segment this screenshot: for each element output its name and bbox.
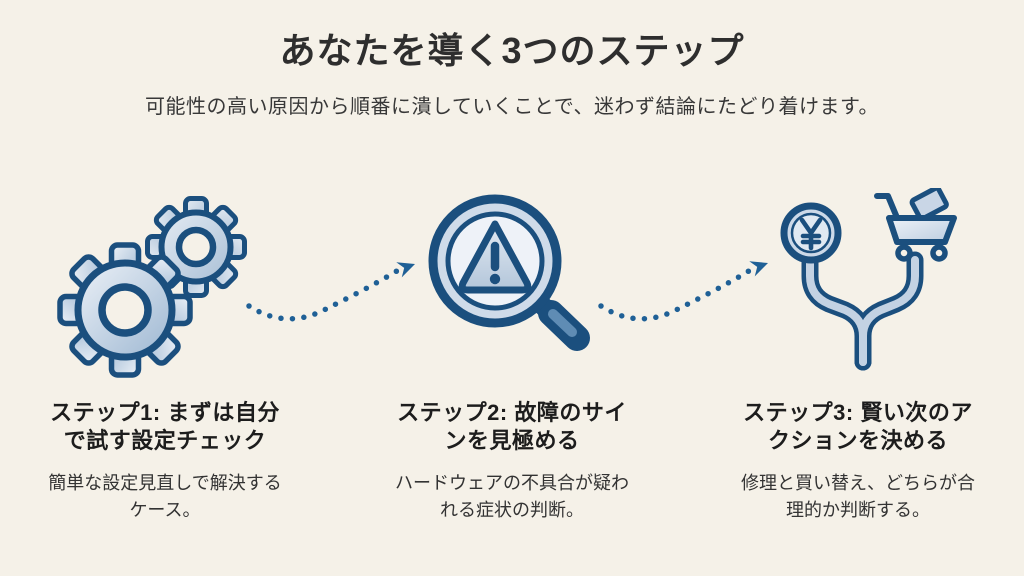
page-subtitle: 可能性の高い原因から順番に潰していくことで、迷わず結論にたどり着けます。	[145, 96, 879, 118]
cart-icon	[874, 188, 957, 262]
decision-branch-icon	[780, 188, 957, 371]
step-1-text: ステップ1: まずは自分 で試す設定チェック 簡単な設定見直しで解決する ケース…	[28, 399, 302, 524]
step-3-description: 修理と買い替え、どちらが合 理的か判断する。	[741, 473, 975, 521]
gears-icon	[57, 196, 247, 378]
step-2-title: ステップ2: 故障のサイ ンを見極める	[397, 400, 627, 454]
gear-large	[57, 242, 193, 378]
warning-triangle-icon	[458, 220, 532, 294]
magnifier-warning-icon	[428, 194, 590, 351]
step-3-title: ステップ3: 賢い次のア クションを決める	[743, 400, 973, 454]
page-title: あなたを導く3つのステップ	[279, 30, 745, 71]
step-2-description: ハードウェアの不具合が疑わ れる症状の判断。	[395, 473, 629, 521]
step-1-title: ステップ1: まずは自分 で試す設定チェック	[50, 400, 280, 454]
dotted-arrow-2	[598, 261, 768, 322]
branch-path	[801, 251, 924, 371]
yen-coin-icon	[780, 202, 842, 264]
step-2-text: ステップ2: 故障のサイ ンを見極める ハードウェアの不具合が疑わ れる症状の判…	[375, 399, 649, 524]
step-1-description: 簡単な設定見直しで解決する ケース。	[48, 473, 282, 521]
step-3-text: ステップ3: 賢い次のア クションを決める 修理と買い替え、どちらが合 理的か判…	[720, 399, 996, 524]
dotted-arrow-1	[246, 262, 415, 322]
